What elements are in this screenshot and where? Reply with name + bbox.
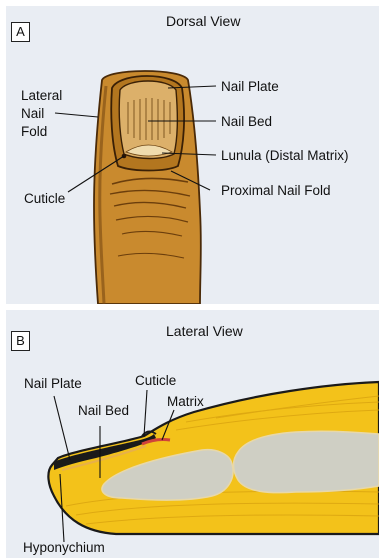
label-proximal-nail-fold: Proximal Nail Fold [221, 183, 331, 199]
label-hyponychium: Hyponychium [23, 540, 105, 556]
label-lunula: Lunula (Distal Matrix) [221, 148, 349, 164]
label-matrix: Matrix [167, 394, 204, 410]
label-nail-plate-lateral: Nail Plate [24, 376, 82, 392]
label-nail-bed: Nail Bed [221, 114, 272, 130]
label-nail-plate: Nail Plate [221, 79, 279, 95]
dorsal-view-panel: A Dorsal View Lateral Nail Fold Nail Pla… [6, 6, 379, 304]
lateral-view-title: Lateral View [166, 323, 243, 339]
label-cuticle-lateral: Cuticle [135, 373, 176, 389]
panel-a-letter: A [11, 22, 30, 42]
label-nail-bed-lateral: Nail Bed [78, 403, 129, 419]
label-lateral-nail-fold-2: Nail [21, 106, 44, 122]
label-cuticle: Cuticle [24, 191, 65, 207]
label-lateral-nail-fold-3: Fold [21, 124, 47, 140]
label-lateral-nail-fold-1: Lateral [21, 88, 62, 104]
lateral-view-panel: B Lateral View Nail Plate Cuticle Nail B… [6, 310, 379, 558]
lateral-finger-illustration [6, 310, 379, 558]
dorsal-view-title: Dorsal View [166, 13, 240, 29]
panel-b-letter: B [11, 331, 30, 351]
